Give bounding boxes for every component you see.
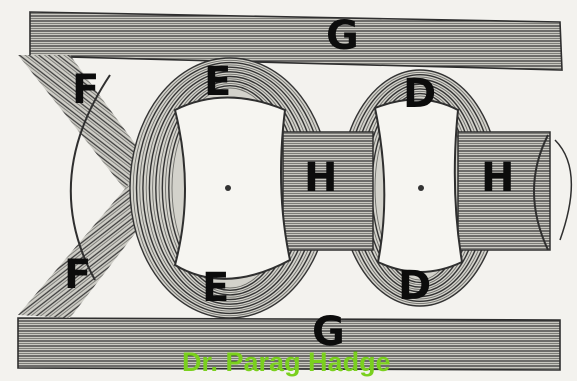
lumen-left	[175, 98, 290, 279]
lumen-right	[375, 99, 462, 272]
label-d-bottom: D	[398, 266, 431, 306]
label-e-top: E	[204, 62, 231, 102]
band-g-top	[30, 12, 562, 70]
label-h-left: H	[304, 158, 337, 198]
label-f-top: F	[72, 70, 99, 110]
label-h-right: H	[481, 158, 514, 198]
author-credit: Dr. Parag Hadge	[182, 349, 391, 376]
label-g-bottom: G	[312, 312, 345, 352]
label-d-top: D	[403, 74, 436, 114]
label-g-top: G	[326, 16, 359, 56]
band-h-right	[458, 132, 571, 250]
label-f-bottom: F	[64, 255, 91, 295]
label-e-bottom: E	[202, 268, 229, 308]
